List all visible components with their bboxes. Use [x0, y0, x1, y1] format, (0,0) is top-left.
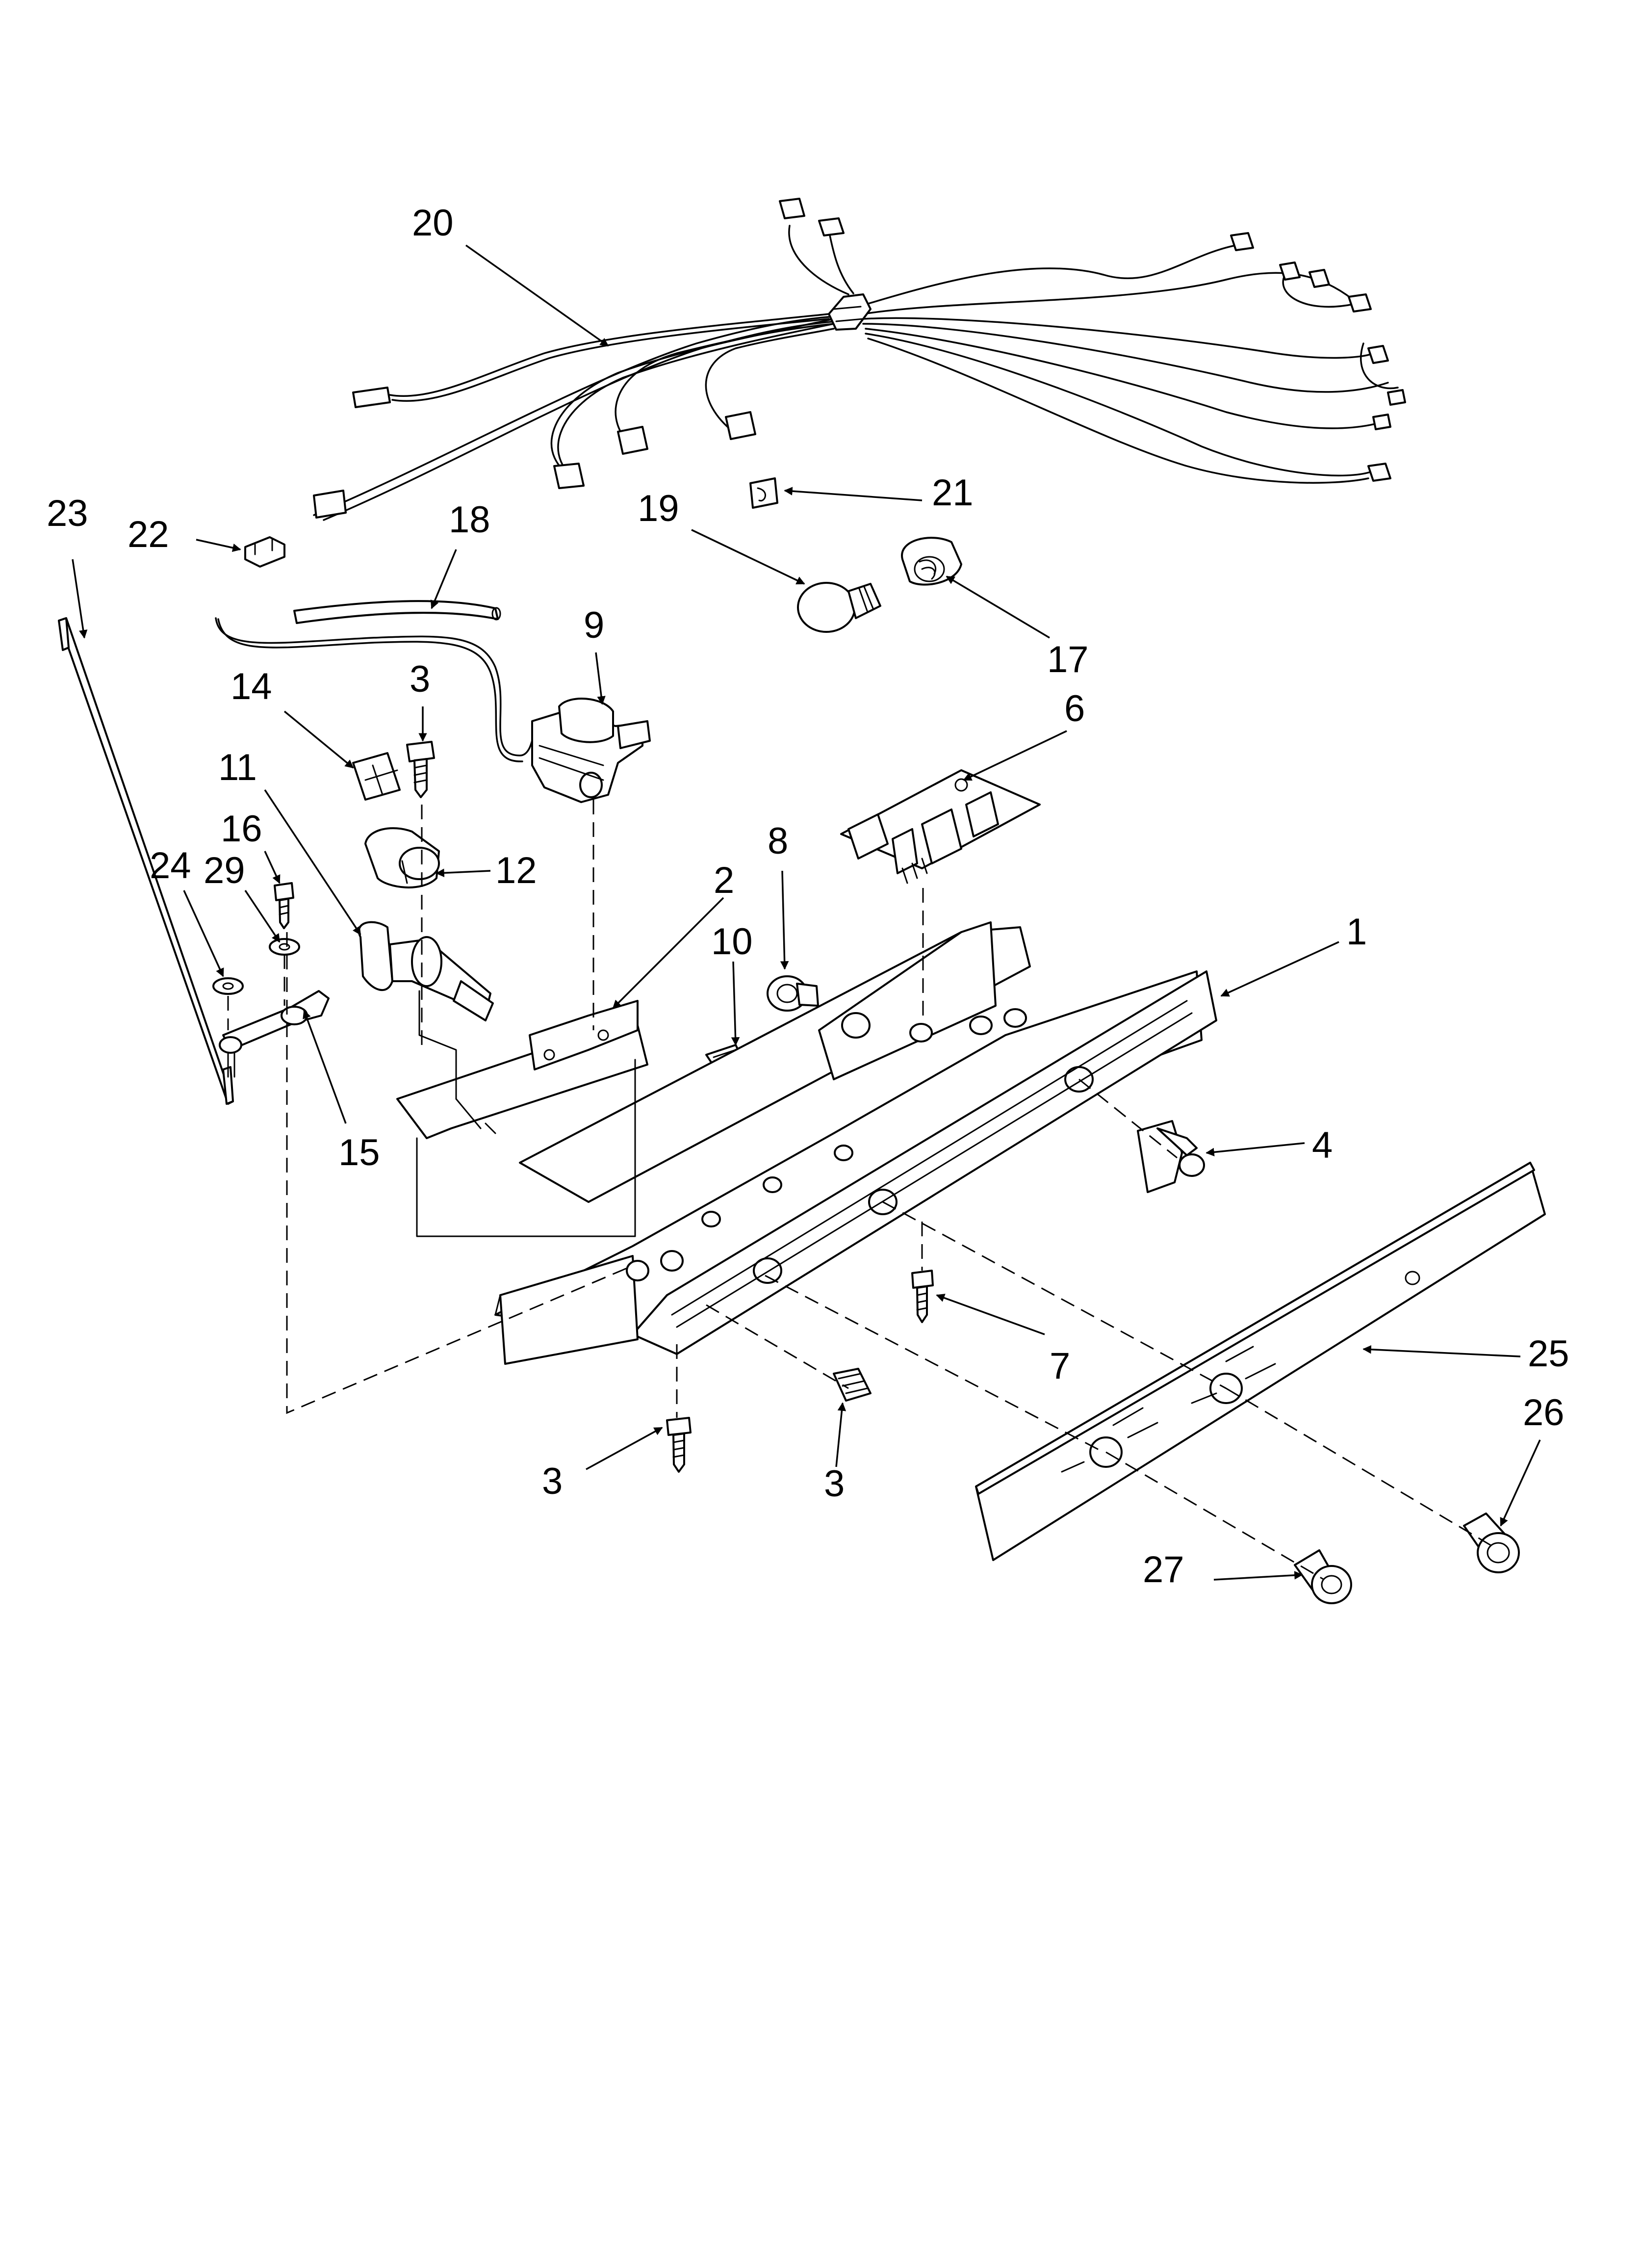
part-11-shaft — [358, 921, 494, 1021]
part-15-lever — [219, 990, 330, 1078]
part-4-switch — [1137, 1120, 1205, 1193]
part-19-light-bulb — [797, 582, 881, 633]
callout-19: 19 — [638, 488, 679, 529]
callout-2: 2 — [714, 860, 734, 901]
callout-22: 22 — [128, 514, 169, 555]
callout-17: 17 — [1047, 639, 1089, 680]
part-6-control-board — [840, 769, 1041, 884]
part-9-control-thermostat — [215, 617, 651, 803]
part-17-light-socket — [901, 537, 962, 586]
part-24-washer — [212, 977, 244, 995]
part-16-screw — [274, 882, 294, 929]
part-21-clip — [749, 477, 778, 509]
assembly-lines — [227, 800, 1491, 1581]
callout-14: 14 — [231, 666, 272, 707]
callout-25: 25 — [1528, 1333, 1569, 1375]
part-20-wire-harness — [313, 198, 1406, 521]
callout-15: 15 — [338, 1132, 380, 1173]
callout-6: 6 — [1064, 688, 1085, 730]
callout-26: 26 — [1523, 1392, 1565, 1434]
part-3-screw-lower-left — [666, 1417, 692, 1473]
part-18-tube — [293, 600, 501, 624]
part-1-control-housing — [494, 921, 1217, 1365]
callout-labels: 20 21 19 23 22 18 17 9 14 3 6 11 16 8 24… — [47, 202, 1569, 1590]
part-7-screw — [911, 1270, 934, 1323]
callout-21: 21 — [932, 472, 974, 514]
callout-18: 18 — [449, 499, 490, 541]
callout-20: 20 — [412, 202, 454, 244]
callout-12: 12 — [495, 850, 537, 891]
callout-24: 24 — [150, 845, 191, 886]
callout-1: 1 — [1346, 911, 1367, 953]
callout-7: 7 — [1050, 1345, 1070, 1387]
part-2-control-bracket — [396, 1000, 648, 1139]
callout-3-bottom-left: 3 — [542, 1460, 563, 1502]
part-27-knob — [1294, 1549, 1352, 1604]
callout-3-bottom-right: 3 — [824, 1463, 845, 1505]
part-12-bracket — [364, 827, 440, 888]
part-22-small-clip — [244, 536, 285, 568]
part-14-cover — [352, 752, 401, 801]
part-25-control-panel — [975, 1162, 1546, 1561]
part-3-screw-upper — [406, 741, 435, 798]
part-26-knob — [1463, 1512, 1520, 1573]
callout-27: 27 — [1143, 1549, 1184, 1590]
callout-9: 9 — [584, 604, 604, 646]
part-29-washer — [269, 938, 300, 956]
callout-11: 11 — [218, 747, 257, 788]
part-23-rod — [58, 617, 234, 1105]
callout-23: 23 — [47, 493, 88, 534]
callout-16: 16 — [221, 808, 262, 850]
callout-8: 8 — [768, 820, 788, 862]
part-8-grommet — [767, 975, 819, 1012]
callout-3-top: 3 — [410, 658, 430, 700]
callout-leaders — [72, 244, 1541, 1581]
callout-10: 10 — [711, 921, 753, 963]
callout-29: 29 — [204, 850, 245, 891]
part-3-screw-lower-right — [833, 1368, 872, 1402]
callout-4: 4 — [1312, 1124, 1333, 1166]
